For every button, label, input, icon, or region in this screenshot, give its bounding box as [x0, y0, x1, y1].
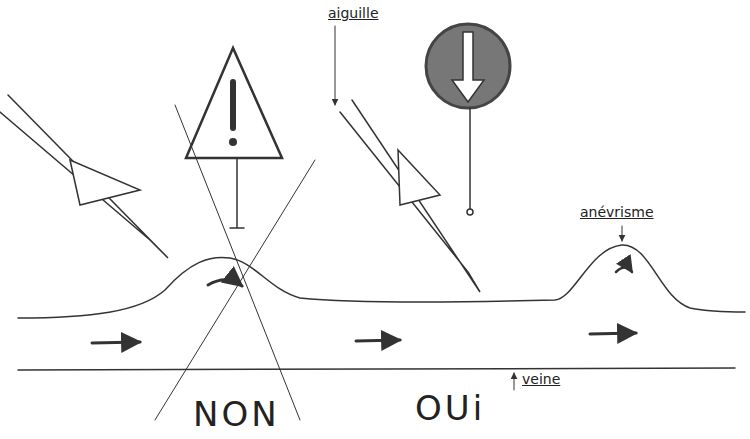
- flow-arrow: [92, 342, 140, 343]
- verdict-label: NON: [193, 396, 280, 433]
- flow-arrow: [590, 333, 636, 334]
- verdict-label: OUi: [415, 390, 485, 427]
- part-label: aiguille: [328, 6, 379, 21]
- vein-wall: [18, 368, 735, 370]
- direction-sign: [426, 24, 510, 108]
- part-label: veine: [522, 372, 560, 387]
- needle-flag: [398, 150, 440, 205]
- flow-arrow: [356, 340, 400, 341]
- needle: [0, 95, 168, 258]
- needle: [340, 100, 480, 292]
- sign-pole: [230, 158, 244, 228]
- flow-arrow: [208, 280, 242, 286]
- leader-line: [514, 373, 515, 390]
- leader-line: [335, 26, 336, 105]
- cross-mark: [155, 105, 315, 420]
- leader-line: [622, 226, 623, 241]
- sign-pole: [469, 108, 471, 210]
- flow-arrow: [616, 268, 632, 273]
- part-label: anévrisme: [580, 205, 654, 220]
- warning-sign: [186, 48, 282, 158]
- vein-wall: [18, 245, 745, 318]
- needle-flag: [70, 160, 140, 205]
